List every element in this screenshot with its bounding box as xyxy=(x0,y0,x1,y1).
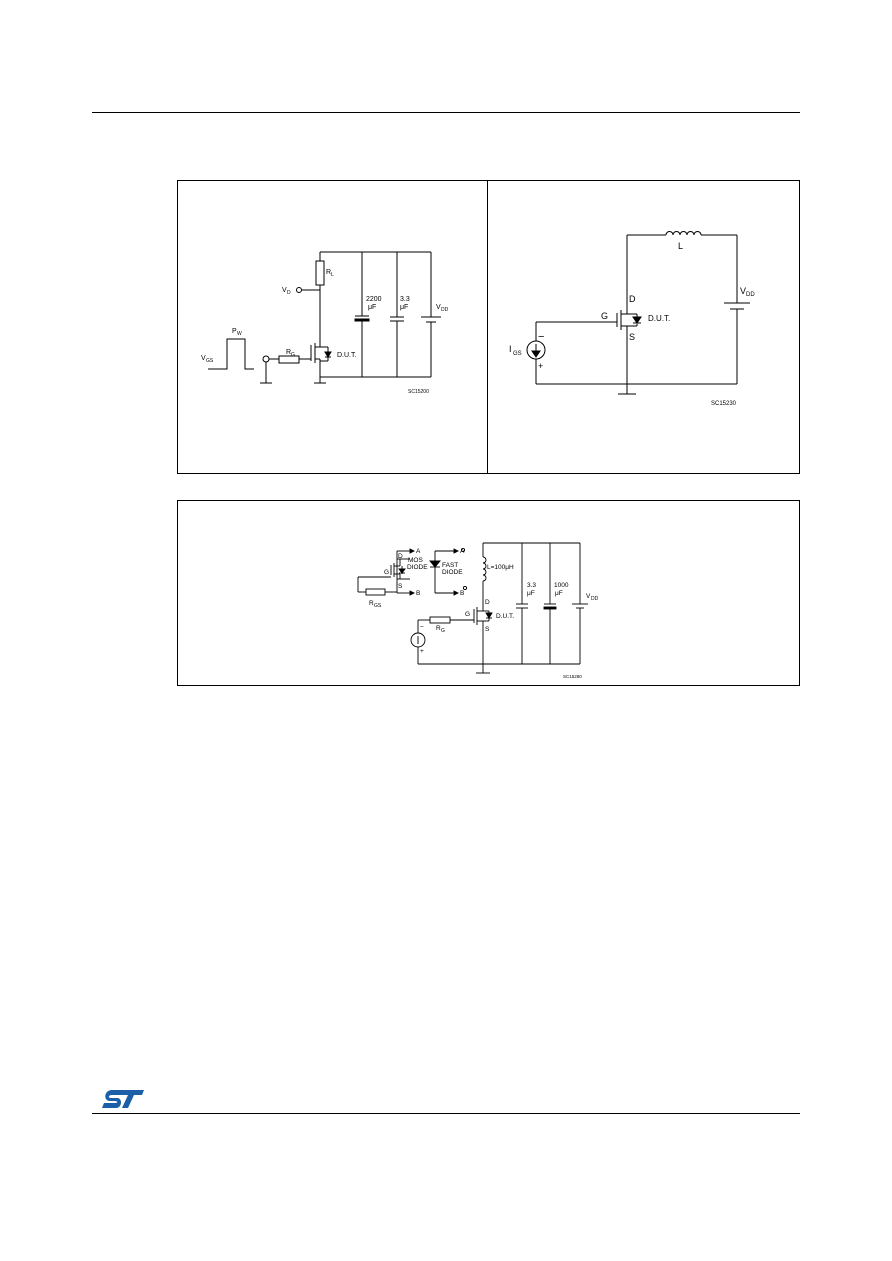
switching-test-circuit-diagram: R L V D 2200 μF 3.3 μF V DD P W V GS R G… xyxy=(201,251,449,395)
g-label: G xyxy=(601,311,608,321)
pulse-sub: W xyxy=(237,331,242,337)
a-label-left: A xyxy=(416,548,421,555)
vgs-label: V xyxy=(201,355,206,362)
rg-label: R xyxy=(286,349,291,356)
igs-sub: GS xyxy=(513,351,522,357)
b-label-left: B xyxy=(416,590,420,597)
cap1-value: 3.3 xyxy=(527,582,536,589)
cap1-value: 2200 xyxy=(366,296,382,303)
vdd-label: V xyxy=(740,286,746,296)
dut-label: D.U.T. xyxy=(496,613,514,620)
pulse-label: P xyxy=(232,328,237,335)
rl-label: R xyxy=(326,269,331,276)
figure-code: SC15280 xyxy=(563,674,582,679)
footer-rule xyxy=(92,1113,800,1114)
rg-sub: G xyxy=(291,352,295,358)
l-label: L xyxy=(678,241,683,251)
d-label-left: D xyxy=(398,553,403,560)
vdd-label: V xyxy=(586,593,591,600)
cap2-unit: μF xyxy=(400,304,408,311)
minus-sign: − xyxy=(420,624,424,631)
switching-test-circuit-panel: R L V D 2200 μF 3.3 μF V DD P W V GS R G… xyxy=(177,180,489,474)
figure-code: SC15200 xyxy=(408,389,429,395)
dut-label: D.U.T. xyxy=(648,314,670,323)
rl-sub: L xyxy=(331,272,334,278)
vdd-sub: DD xyxy=(441,307,449,313)
fast-diode-label-2: DIODE xyxy=(442,569,463,576)
st-logo xyxy=(100,1087,146,1111)
fast-diode-label: FAST xyxy=(442,562,458,569)
gate-charge-test-circuit-diagram: L V DD D G S D.U.T. I GS − + SC15230 xyxy=(509,231,755,407)
cap2-value: 3.3 xyxy=(400,296,410,303)
cap2-unit: μF xyxy=(555,590,563,597)
s-label: S xyxy=(629,332,635,342)
vgs-sub: GS xyxy=(206,358,214,364)
mos-diode-label-2: DIODE xyxy=(407,564,428,571)
vdd-sub: DD xyxy=(591,596,599,602)
rgs-sub: GS xyxy=(374,603,382,609)
d-label-dut: D xyxy=(485,599,490,606)
diode-recovery-test-circuit-diagram: A B D G S MOS DIODE R GS A B FAST DIODE … xyxy=(357,542,599,679)
cap1-unit: μF xyxy=(368,304,376,311)
cap1-unit: μF xyxy=(527,590,535,597)
s-label-left: S xyxy=(398,583,403,590)
mos-diode-label: MOS xyxy=(408,557,423,564)
minus-sign: − xyxy=(538,331,544,343)
diode-recovery-test-circuit-panel: A B D G S MOS DIODE R GS A B FAST DIODE … xyxy=(177,500,800,686)
vdd-sub: DD xyxy=(746,292,755,298)
rgs-label: R xyxy=(369,600,374,607)
vd-sub: D xyxy=(287,290,291,296)
figure-code: SC15230 xyxy=(711,401,737,407)
s-label-dut: S xyxy=(485,626,490,633)
g-label-dut: G xyxy=(465,611,470,618)
gate-charge-test-circuit-panel: L V DD D G S D.U.T. I GS − + SC15230 xyxy=(487,180,800,474)
a-label-right: A xyxy=(460,548,465,555)
igs-label: I xyxy=(509,344,512,354)
rg-label: R xyxy=(436,625,441,632)
dut-label: D.U.T. xyxy=(337,352,357,359)
plus-sign: + xyxy=(538,361,543,371)
vd-label: V xyxy=(282,287,287,294)
vdd-label: V xyxy=(436,304,441,311)
header-rule xyxy=(92,112,800,113)
rg-sub: G xyxy=(441,628,445,634)
g-label-left: G xyxy=(384,569,389,576)
cap2-value: 1000 xyxy=(554,582,569,589)
plus-sign: + xyxy=(420,648,424,655)
inductor-label: L=100μH xyxy=(487,564,514,571)
d-label: D xyxy=(629,294,636,304)
b-label-right: B xyxy=(460,590,464,597)
